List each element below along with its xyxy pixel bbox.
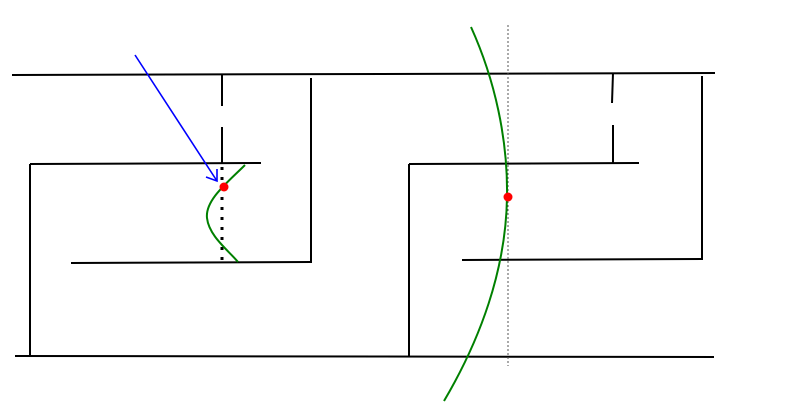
right-green-arc <box>443 26 509 402</box>
bottom-wall <box>14 355 715 358</box>
left-point-marker <box>219 182 229 192</box>
arrow-icon <box>134 54 218 183</box>
top-wall <box>11 72 716 76</box>
left-shelf-upper <box>29 162 262 165</box>
right-point-marker <box>503 192 513 202</box>
left-green-curve <box>205 164 246 263</box>
right-dash-upper <box>611 72 614 104</box>
right-shelf-upper <box>408 162 640 165</box>
right-shelf-lower <box>461 258 703 261</box>
left-shelf-lower <box>70 261 312 264</box>
walls <box>11 72 716 358</box>
